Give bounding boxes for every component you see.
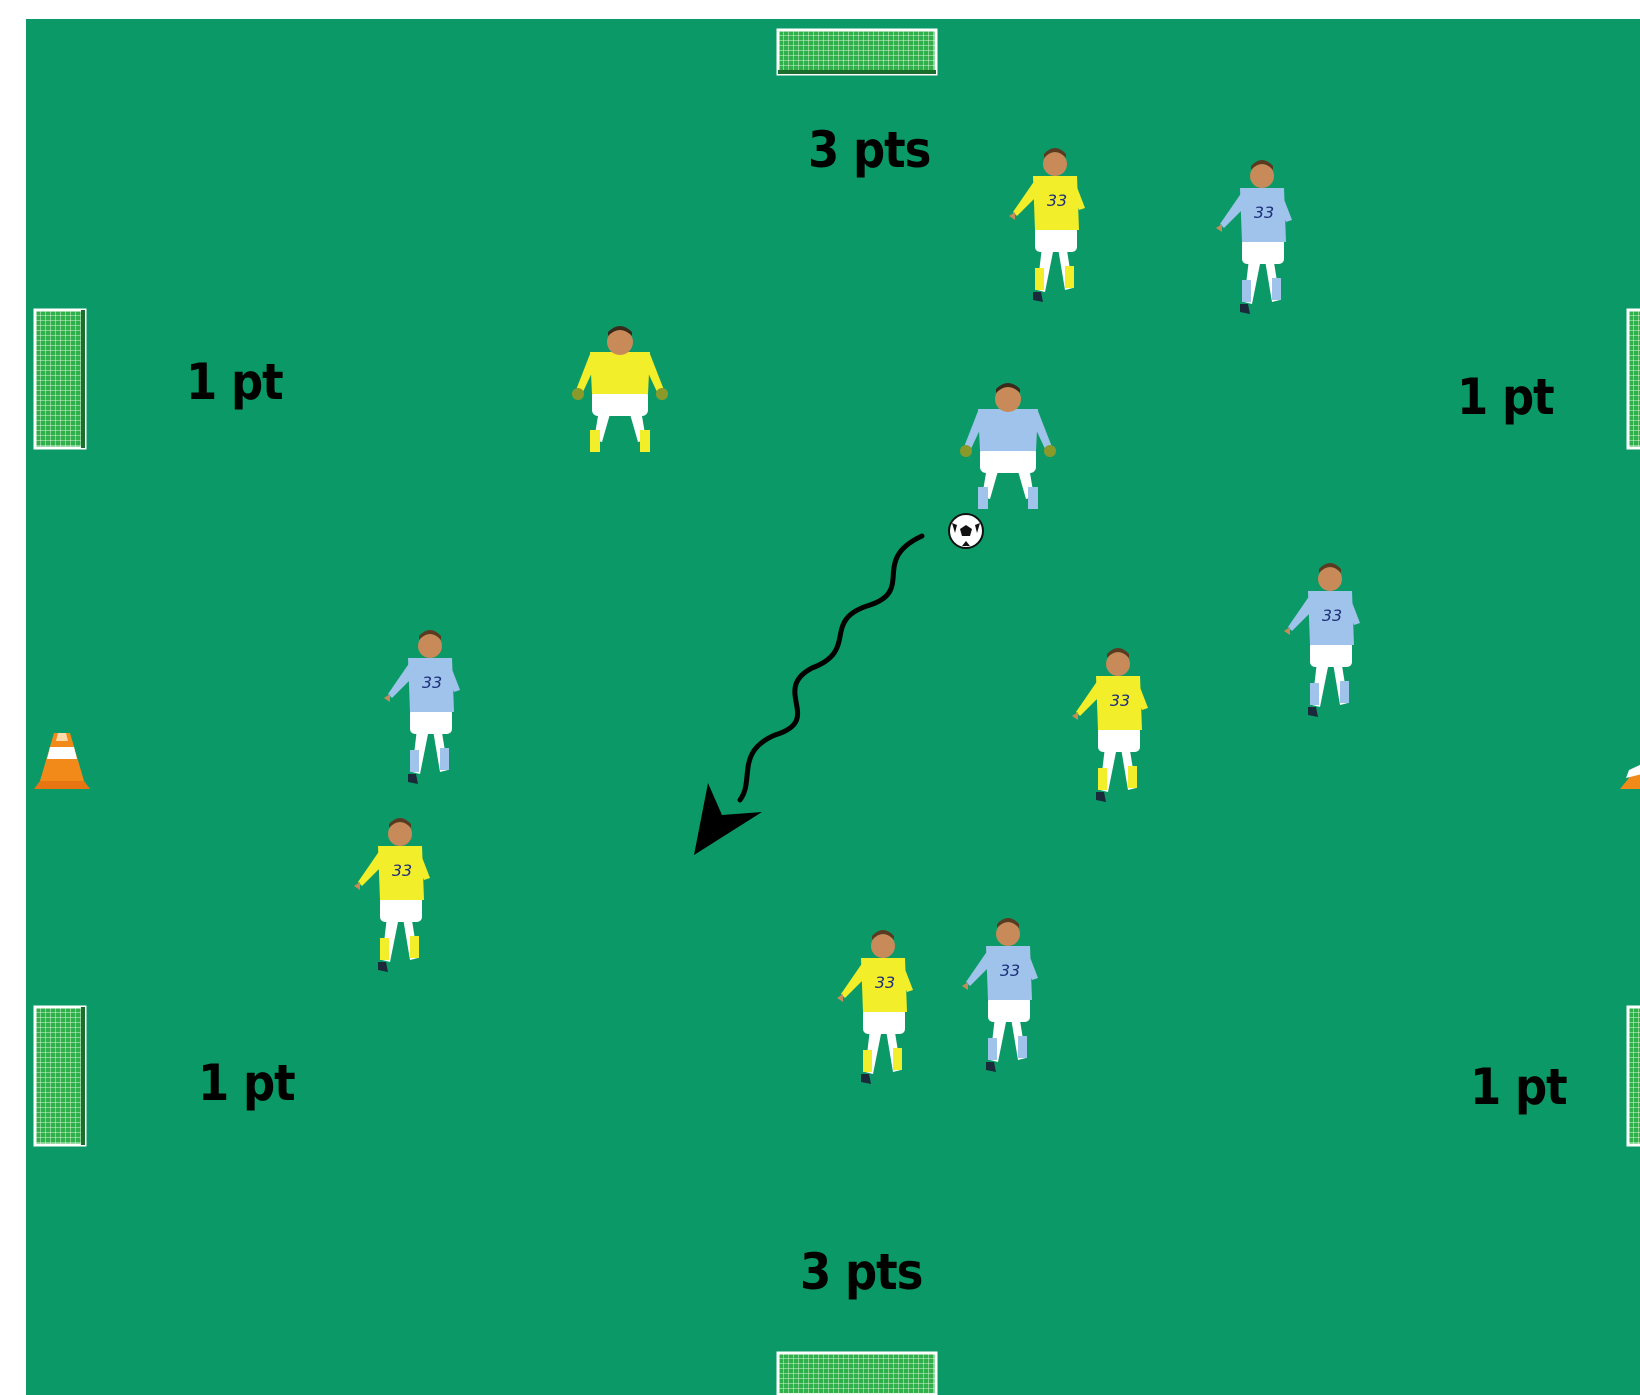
player-blue (960, 383, 1056, 509)
bottom-left-goal-points-label: 1 pt (198, 1058, 295, 1108)
player-blue: 33 (1284, 563, 1360, 717)
goal-icon (778, 1353, 936, 1395)
goal-icon (778, 30, 936, 74)
goal-icon (35, 310, 85, 448)
bottom-right-goal-points-label: 1 pt (1470, 1062, 1567, 1112)
player-yellow: 33 (354, 818, 430, 972)
player-yellow (572, 326, 668, 452)
shirt-number: 33 (1254, 203, 1274, 222)
shirt-number: 33 (1000, 961, 1020, 980)
cone-icon (1620, 762, 1640, 789)
shirt-number: 33 (1322, 606, 1342, 625)
player-blue: 33 (962, 918, 1038, 1072)
goal-icon (35, 1007, 85, 1145)
cone-icon (34, 733, 90, 789)
shirt-number: 33 (422, 673, 442, 692)
goal-icon (1628, 1007, 1640, 1145)
dribble-arrow-icon (694, 536, 922, 855)
player-yellow: 33 (837, 930, 913, 1084)
top-left-goal-points-label: 1 pt (186, 357, 283, 407)
player-blue: 33 (384, 630, 460, 784)
shirt-number: 33 (1110, 691, 1130, 710)
shirt-number: 33 (1047, 191, 1067, 210)
shirt-number: 33 (875, 973, 895, 992)
top-right-goal-points-label: 1 pt (1457, 372, 1554, 422)
goal-icon (1628, 310, 1640, 448)
bottom-goal-points-label: 3 pts (800, 1247, 922, 1297)
player-blue: 33 (1216, 160, 1292, 314)
ball-icon (949, 514, 983, 548)
player-yellow: 33 (1009, 148, 1085, 302)
shirt-number: 33 (392, 861, 412, 880)
player-yellow: 33 (1072, 648, 1148, 802)
top-goal-points-label: 3 pts (808, 125, 930, 175)
